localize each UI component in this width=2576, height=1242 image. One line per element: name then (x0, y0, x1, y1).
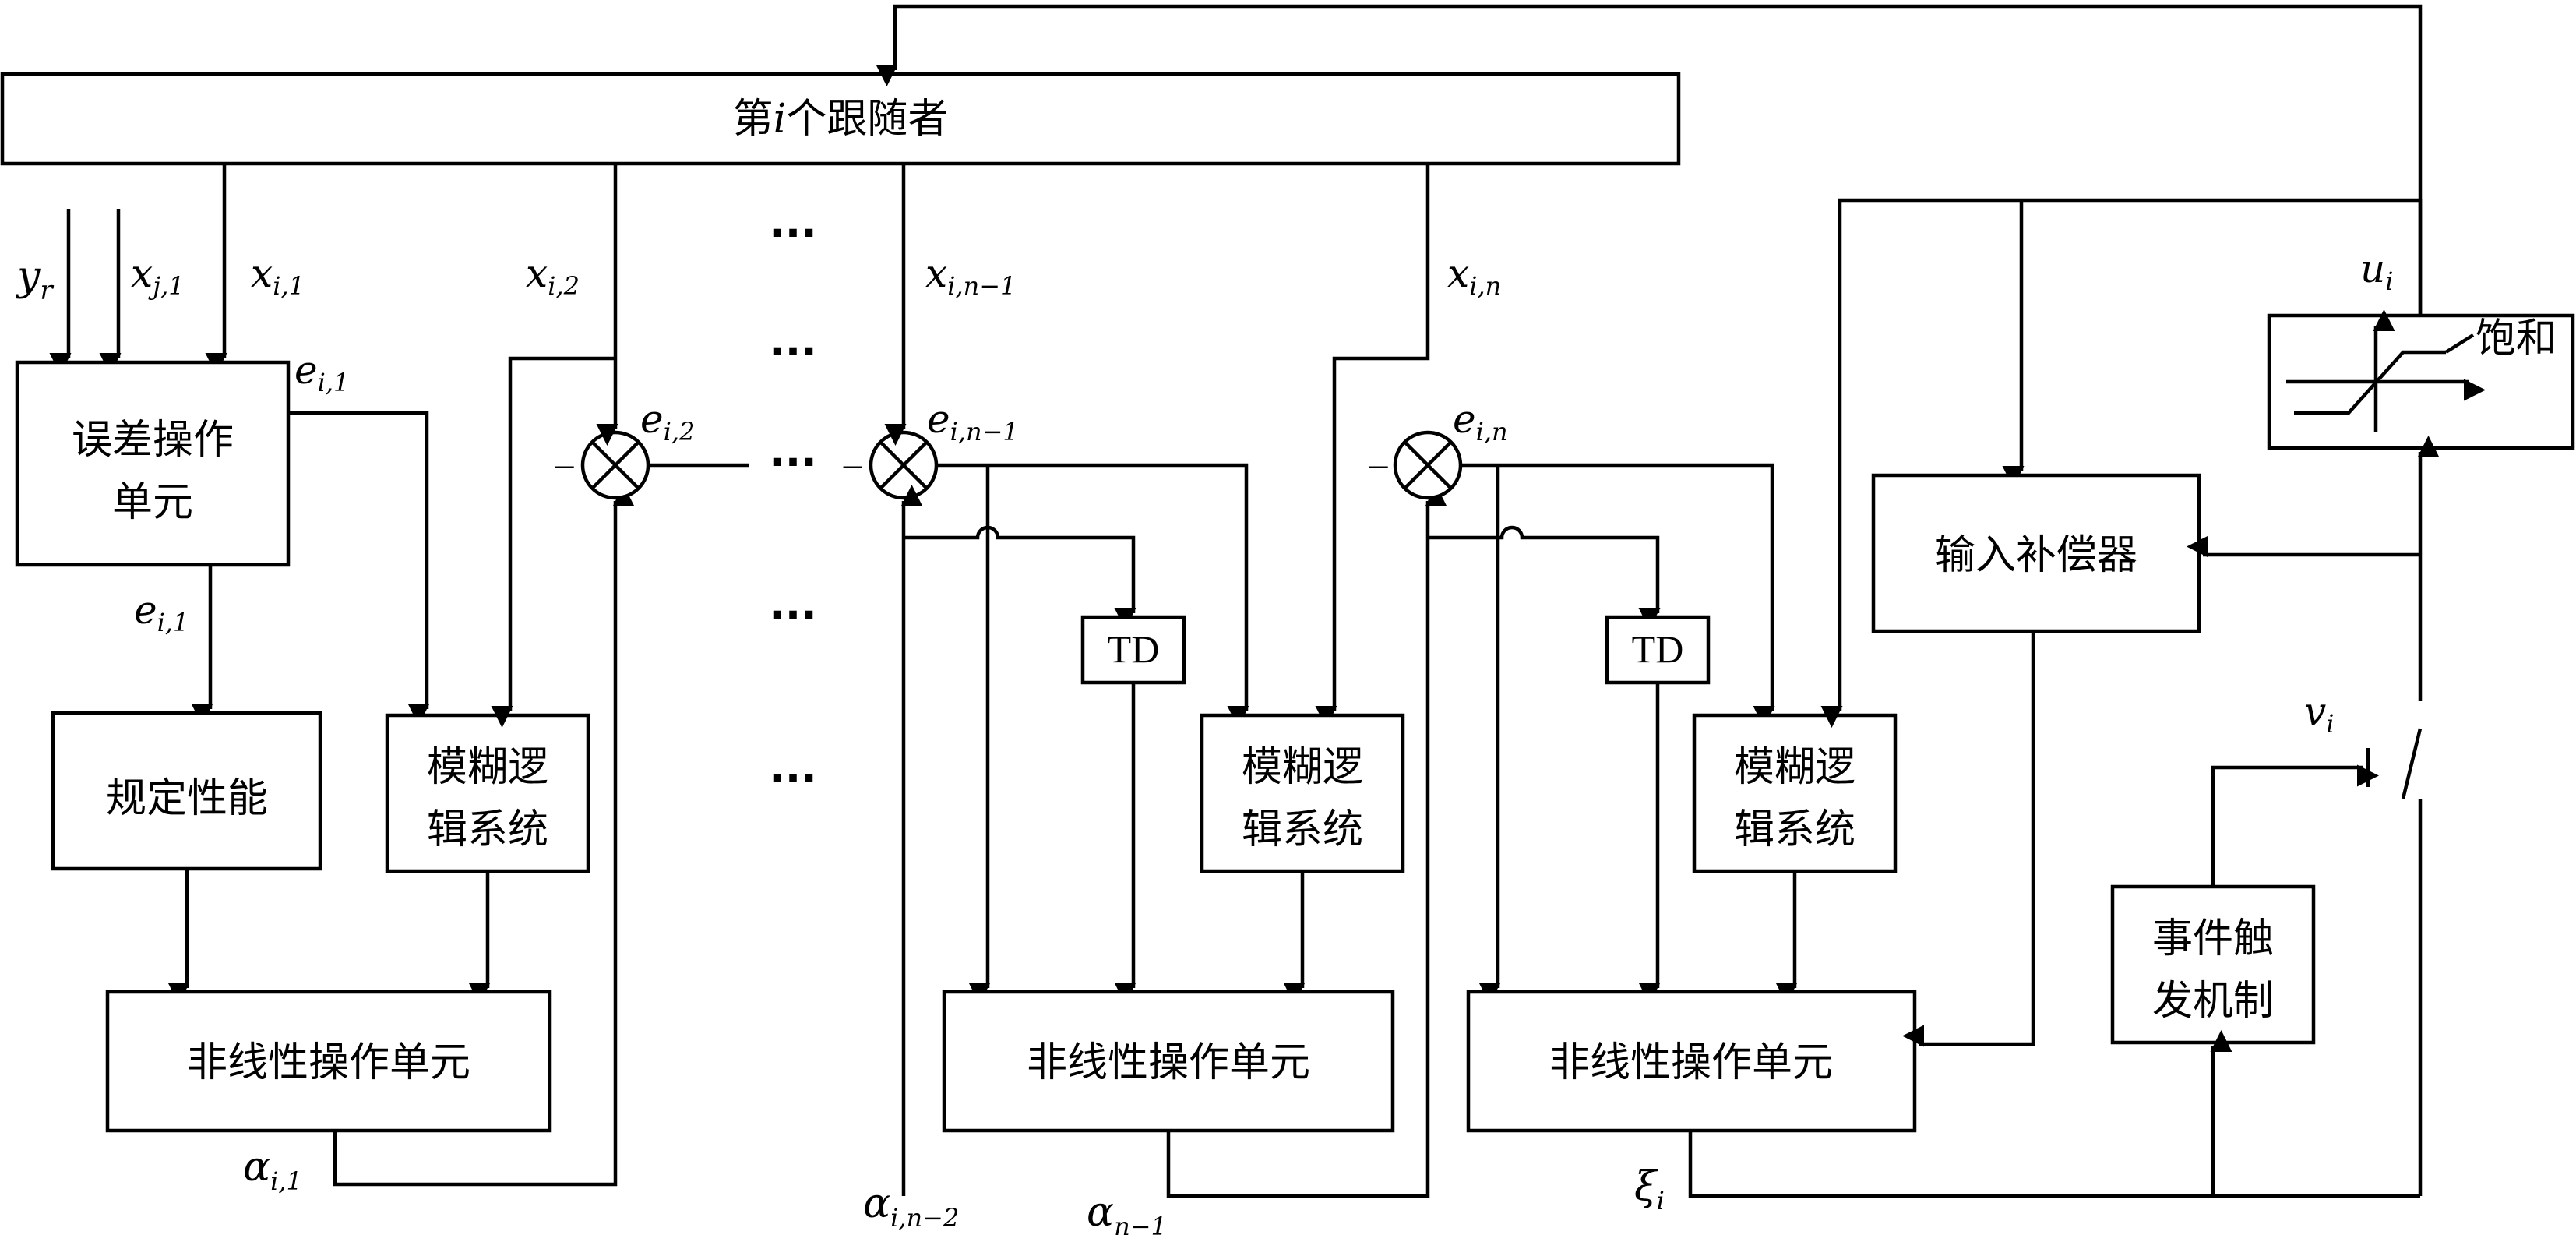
nonlinear-unit-n: 非线性操作单元 (1466, 990, 1917, 1133)
compensator-to-nl (1902, 631, 2035, 1047)
td2-label: TD (1632, 627, 1684, 671)
sum-junction-2 (580, 430, 650, 500)
event-to-switch (2211, 764, 2379, 887)
label-alpha-i1: αi,1 (243, 1144, 302, 1196)
xi-output-line (1688, 1131, 2420, 1198)
minus-sign-2: − (553, 446, 576, 490)
variable-labels: yr xj,1 xi,1 xi,2 xi,n−1 xi,n ei,1 ei,1 … (16, 246, 2393, 1241)
td-block-1: TD (1080, 615, 1186, 685)
label-e-in: ei,n (1453, 397, 1508, 446)
xin-to-fuzzy-n-1 (1315, 164, 1430, 728)
label-x-i2: xi,2 (526, 251, 580, 301)
nonlinear-unit-1: 非线性操作单元 (105, 990, 552, 1133)
nonlinear-unit-n-1: 非线性操作单元 (942, 990, 1395, 1133)
fuzzy1-line2: 辑系统 (427, 806, 548, 853)
label-x-in: xi,n (1447, 251, 1501, 301)
td-block-2: TD (1605, 615, 1711, 685)
prescribed-performance-block: 规定性能 (51, 711, 322, 871)
sum-junction-n-1 (869, 430, 939, 500)
prescribed-performance-label: 规定性能 (106, 775, 268, 822)
ei1-to-fuzzy1 (288, 411, 430, 725)
ellipsis-2: ··· (769, 327, 817, 376)
switch-blade (2401, 728, 2423, 799)
fuzzy-logic-1: 模糊逻 辑系统 (385, 713, 590, 873)
saturation-label: 饱和 (2476, 316, 2557, 362)
input-compensator-block: 输入补偿器 (1871, 473, 2201, 633)
label-x-i1: xi,1 (251, 251, 305, 301)
event-trigger-block: 事件触 发机制 (2110, 884, 2316, 1045)
label-e-in1: ei,n−1 (927, 397, 1019, 446)
fuzzyn-line1: 模糊逻 (1734, 744, 1855, 791)
label-alpha-n1: αn−1 (1087, 1189, 1167, 1241)
label-v-i: vi (2304, 689, 2334, 739)
ui-bus (1820, 198, 2423, 728)
ellipsis-3: ··· (769, 438, 817, 487)
td1-label: TD (1108, 627, 1160, 671)
label-alpha-in2: αi,n−2 (863, 1180, 959, 1233)
follower-block: 第i个跟随者 (0, 72, 1681, 166)
label-x-j1: xj,1 (131, 251, 185, 301)
fuzzyn1-line2: 辑系统 (1242, 806, 1363, 853)
follower-label: 第i个跟随者 (733, 96, 949, 143)
error-unit-line1: 误差操作 (72, 417, 234, 464)
feedback-line (876, 4, 2423, 316)
saturation-block: 饱和 (2267, 309, 2575, 450)
ein-to-fuzzy (1461, 463, 1775, 728)
label-e-i1-right: ei,1 (294, 348, 349, 397)
alpha-i1-line (333, 485, 635, 1187)
fuzzy-logic-n-1: 模糊逻 辑系统 (1200, 713, 1405, 873)
nln1-label: 非线性操作单元 (1027, 1039, 1310, 1086)
event-trigger-line2: 发机制 (2152, 978, 2274, 1025)
sum-junction-n (1393, 430, 1463, 500)
alpha-in2-to-td (904, 525, 1136, 630)
label-e-i2: ei,2 (640, 397, 695, 446)
error-unit-line2: 单元 (112, 479, 193, 526)
nln-label: 非线性操作单元 (1549, 1039, 1833, 1086)
fuzzyn1-line1: 模糊逻 (1242, 744, 1363, 791)
error-operation-unit: 误差操作 单元 (15, 360, 291, 567)
label-e-i1-down: ei,1 (134, 587, 189, 637)
input-compensator-label: 输入补偿器 (1935, 532, 2137, 579)
xi2-to-fuzzy1 (491, 356, 615, 728)
label-y-r: yr (16, 253, 54, 306)
fuzzyn-line2: 辑系统 (1734, 806, 1855, 853)
event-trigger-line1: 事件触 (2152, 916, 2274, 962)
fuzzy1-line1: 模糊逻 (427, 744, 548, 791)
minus-sign-n: − (1367, 446, 1390, 490)
ellipsis-5: ··· (769, 754, 817, 803)
label-x-in1: xi,n−1 (925, 251, 1016, 301)
alpha-n1-to-td (1428, 525, 1661, 630)
alpha-n1-line (1166, 485, 1447, 1198)
nl1-label: 非线性操作单元 (187, 1039, 470, 1086)
label-xi-i: ξi (1634, 1163, 1665, 1216)
fuzzy-logic-n: 模糊逻 辑系统 (1692, 713, 1898, 873)
ellipsis-1: ··· (769, 209, 817, 258)
ellipsis-4: ··· (769, 591, 817, 640)
saturation-pointer (2444, 333, 2475, 354)
ein1-to-fuzzy (936, 463, 1249, 728)
label-u-i: ui (2360, 246, 2393, 296)
minus-sign-n-1: − (841, 446, 864, 490)
